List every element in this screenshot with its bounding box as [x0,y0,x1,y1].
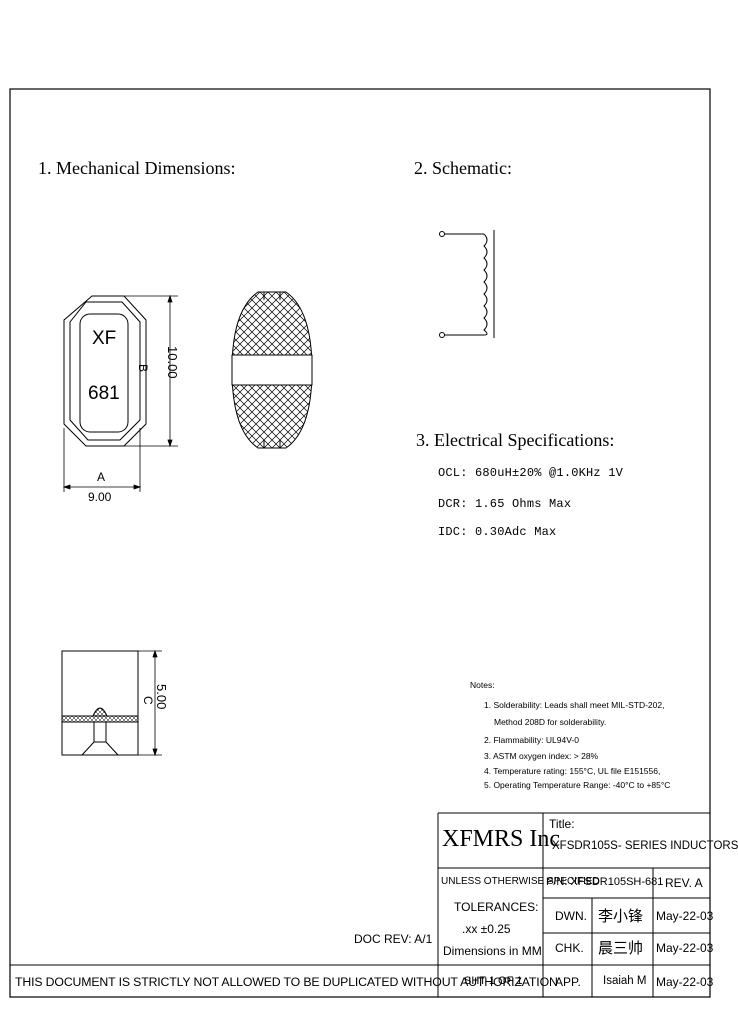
app-label: APP. [555,975,581,989]
title-label: Title: [549,817,575,831]
side-view [231,291,313,449]
schematic [439,230,495,338]
dim-c-value: 5.00 [154,684,169,710]
drawing-frame [9,88,711,998]
dwn-signature: 李小锋 [598,907,644,925]
top-view [63,295,147,447]
app-date: May-22-03 [656,975,714,989]
dim-c-label: C [141,696,155,705]
dim-a [62,428,142,492]
heading-schematic: 2. Schematic: [414,158,512,178]
spec-idc: IDC: 0.30Adc Max [438,525,557,539]
duplication-warning: THIS DOCUMENT IS STRICTLY NOT ALLOWED TO… [15,975,558,989]
dim-b-value: 10.00 [165,346,180,379]
sheet-number: SHT 1 OF 1 [464,975,523,987]
tolerance-value: .xx ±0.25 [462,922,511,936]
marking-line1: XF [92,328,117,349]
heading-mechanical: 1. Mechanical Dimensions: [38,158,236,178]
dim-a-value: 9.00 [88,490,112,504]
note-item: 3. ASTM oxygen index: > 28% [484,751,599,761]
notes-title: Notes: [470,680,495,690]
spec-dcr: DCR: 1.65 Ohms Max [438,497,572,511]
dim-c [138,649,162,757]
note-item: 4. Temperature rating: 155°C, UL file E1… [484,766,661,776]
app-name: Isaiah M [603,975,647,987]
spec-ocl: OCL: 680uH±20% @1.0KHz 1V [438,466,624,480]
dim-b-label: B [136,364,150,373]
revision: REV. A [665,876,703,890]
marking-line2: 681 [88,383,120,404]
dim-a-label: A [97,470,106,484]
unless-specified: UNLESS OTHERWISE SPECIFIED [441,876,600,887]
note-item: 1. Solderability: Leads shall meet MIL-S… [484,700,665,710]
dimensions-unit: Dimensions in MM [443,944,542,958]
chk-date: May-22-03 [656,941,714,955]
note-item: Method 208D for solderability. [494,717,607,727]
tolerances-label: TOLERANCES: [454,900,539,914]
title-block-lines [10,812,710,997]
part-number: P/N: XFSDR105SH-681 [546,876,664,888]
chk-label: CHK. [555,941,584,955]
drawing-linework [9,88,711,998]
note-item: 5. Operating Temperature Range: -40°C to… [484,780,671,790]
dwn-label: DWN. [555,909,587,923]
note-item: 2. Flammability: UL94V-0 [484,735,579,745]
drawing-title: XFSDR105S- SERIES INDUCTORS [552,840,738,852]
dim-b [124,294,178,448]
doc-revision: DOC REV: A/1 [354,932,433,946]
front-view [61,650,139,756]
chk-signature: 晨三帅 [598,939,644,957]
heading-electrical: 3. Electrical Specifications: [416,430,615,450]
company-name: XFMRS Inc [442,826,561,852]
dwn-date: May-22-03 [656,909,714,923]
